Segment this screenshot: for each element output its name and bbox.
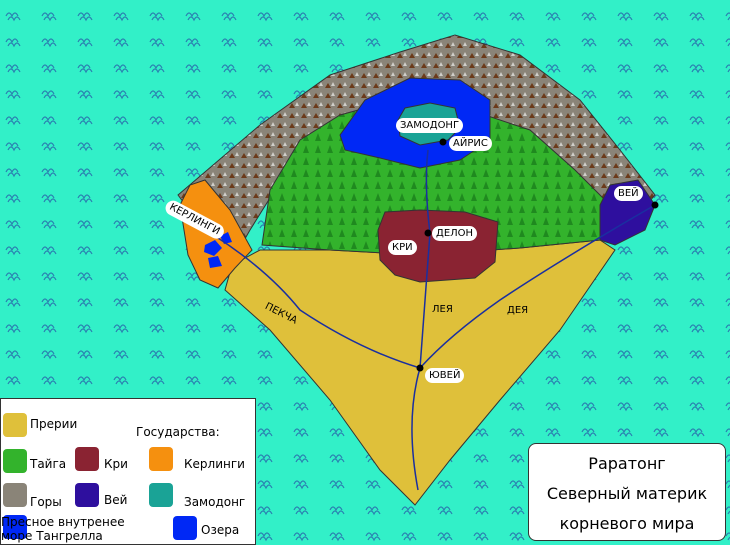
title-line2: Северный материк (546, 484, 708, 503)
legend-swatch-lakes (173, 516, 197, 540)
legend-label-inner-sea: Пресное внутренее море Тангрелла (1, 515, 125, 543)
legend-label-zamodong: Замодонг (184, 495, 246, 509)
legend-label-taiga: Тайга (30, 457, 67, 471)
legend-swatch-inner-sea (3, 515, 27, 539)
legend-swatch-kri (75, 447, 99, 471)
legend-swatch-zamodong (149, 483, 173, 507)
title-line3: корневого мира (559, 514, 695, 533)
label-kri: КРИ (388, 240, 417, 255)
legend-inner-sea-line1: Пресное внутренее (1, 515, 125, 529)
label-airis: АЙРИС (449, 136, 492, 151)
label-yuvei: ЮВЕЙ (425, 368, 465, 383)
river-pekcha (184, 217, 421, 369)
city-vei-marker (651, 201, 659, 209)
river-deya (419, 204, 656, 369)
kerlingi-lake-1 (204, 240, 222, 256)
title-box: Раратонг Северный материк корневого мира (528, 443, 726, 541)
legend-swatch-kerlingi (149, 447, 173, 471)
label-leya: ЛЕЯ (432, 304, 453, 315)
legend-label-prairie: Прерии (30, 417, 78, 431)
label-vei: ВЕЙ (614, 186, 643, 201)
city-yuvei-marker (416, 364, 424, 372)
legend-states-title: Государства: (136, 425, 220, 439)
legend: Прерии Государства: Тайга Кри Керлинги Г… (0, 398, 256, 545)
label-deya: ДЕЯ (507, 305, 529, 316)
legend-swatch-prairie (3, 413, 27, 437)
river-yuvei-south (411, 367, 421, 491)
label-delon: ДЕЛОН (432, 226, 478, 241)
river-airis-delon (425, 149, 431, 234)
legend-swatch-vei (75, 483, 99, 507)
legend-label-kri: Кри (104, 457, 128, 471)
legend-label-mountains: Горы (30, 495, 62, 509)
label-zamodong: ЗАМОДОНГ (396, 118, 464, 133)
legend-label-lakes: Озера (201, 523, 240, 537)
river-delon-yuvei (419, 232, 431, 369)
legend-label-vei: Вей (104, 493, 128, 507)
city-airis-marker (439, 138, 447, 146)
legend-swatch-mountains (3, 483, 27, 507)
kerlingi-lake-2 (208, 256, 222, 268)
title-line1: Раратонг (588, 454, 666, 473)
legend-inner-sea-line2: море Тангрелла (1, 529, 103, 543)
legend-label-kerlingi: Керлинги (184, 457, 245, 471)
city-delon-marker (424, 229, 432, 237)
legend-swatch-taiga (3, 449, 27, 473)
